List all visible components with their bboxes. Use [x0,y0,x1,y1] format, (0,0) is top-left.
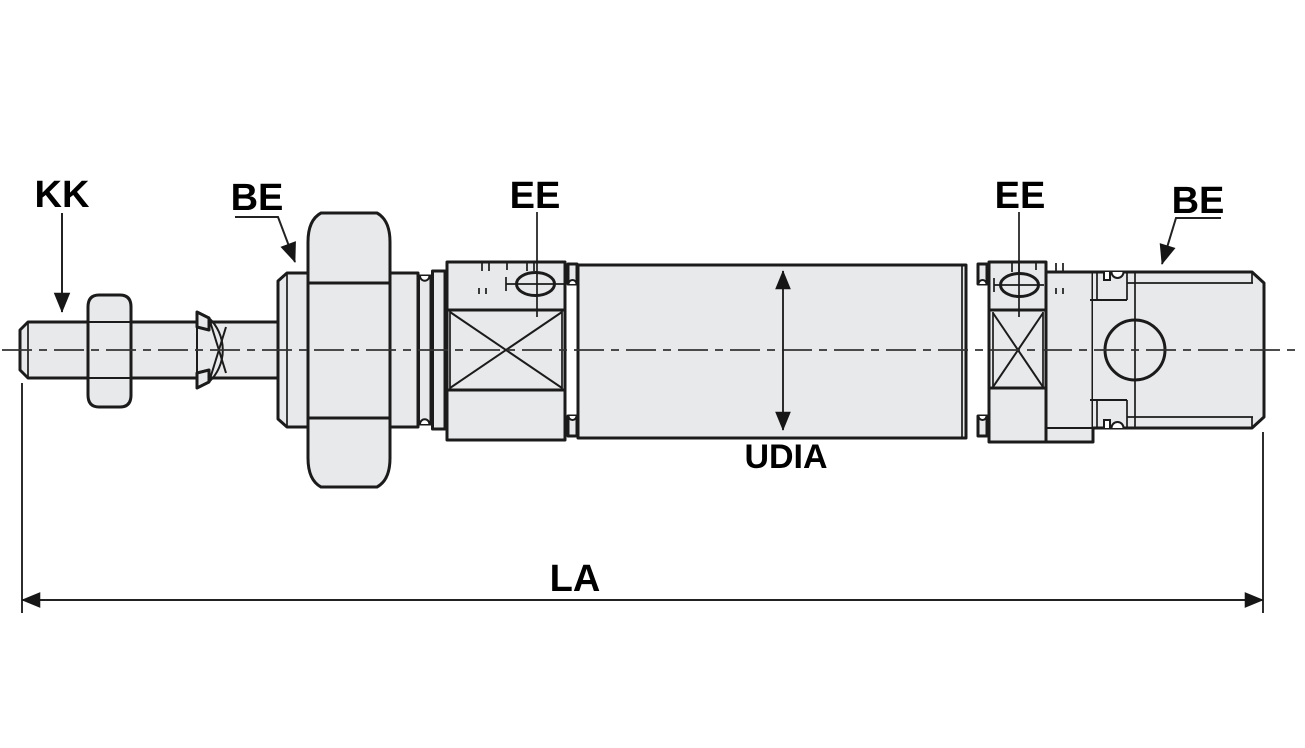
front-head [445,212,567,442]
ee-port-front [505,212,564,317]
thread-tick-marks [478,263,535,294]
callout-ee-front: EE [510,175,561,217]
kk-label: KK [35,174,90,216]
mounting-hex-nut [306,211,392,489]
callout-be-rear: BE [1159,180,1225,265]
rear-head [987,212,1095,444]
udia-label: UDIA [744,438,827,476]
ee-port-rear [993,212,1044,317]
callout-ee-rear: EE [995,175,1046,217]
rod-end-nut [86,293,133,409]
cross-section-hatch [449,311,563,389]
la-label: LA [550,558,601,600]
tube-seal-rear [976,262,989,438]
callout-kk: KK [35,174,90,313]
be-rear-label: BE [1172,180,1225,222]
dimension-la: LA [21,383,1264,613]
thread-tick-marks [1011,263,1064,294]
be-front-label: BE [231,177,284,219]
rear-threaded-end [1103,270,1266,430]
callout-be-front: BE [231,177,296,263]
ee-rear-label: EE [995,175,1046,217]
ee-front-label: EE [510,175,561,217]
cylinder-tube [576,263,968,440]
dimension-udia: UDIA [744,270,828,476]
